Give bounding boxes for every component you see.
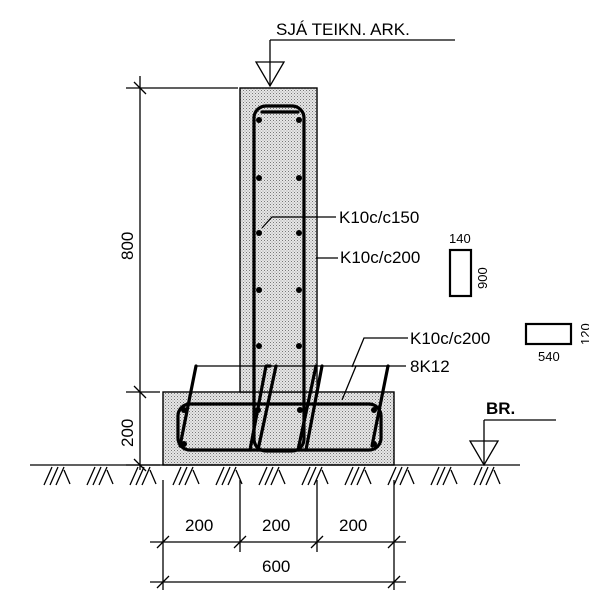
footing-diagonal-bars [178,364,390,452]
footing-stirrup [176,402,383,452]
section-reference-mark [254,39,455,88]
ground-reference-mark [468,419,556,467]
ground-reference-label: BR. [486,399,515,418]
reference-label: SJÁ TEIKN. ARK. [276,20,410,39]
stirrup-shape-horizontal-icon [524,322,573,346]
dimension-seg2: 200 [262,516,290,535]
footing-longitudinal-bars [181,407,377,447]
vertical-dimensions [126,76,238,472]
label-longitudinal-bars: 8K12 [410,357,450,376]
dimension-total-width: 600 [262,557,290,576]
label-footing-bar: K10c/c200 [410,329,490,348]
dimension-seg3: 200 [339,516,367,535]
footing-stirrup-width: 540 [538,349,560,364]
ground-line [30,464,520,486]
label-stirrup-c200: K10c/c200 [340,248,420,267]
stirrup-shape-height: 900 [475,267,490,289]
stirrup-shape-width: 140 [449,231,471,246]
dimension-seg1: 200 [185,516,213,535]
stirrup-shape-vertical-icon [448,248,473,298]
wall-longitudinal-bars [256,117,302,349]
horizontal-dimensions [150,480,406,590]
dimension-footing-height: 200 [118,419,137,447]
footing-stirrup-height: 120 [578,323,589,345]
leader-lines [261,216,408,401]
label-stirrup-c150: K10c/c150 [339,208,419,227]
dimension-wall-height: 800 [118,232,137,260]
